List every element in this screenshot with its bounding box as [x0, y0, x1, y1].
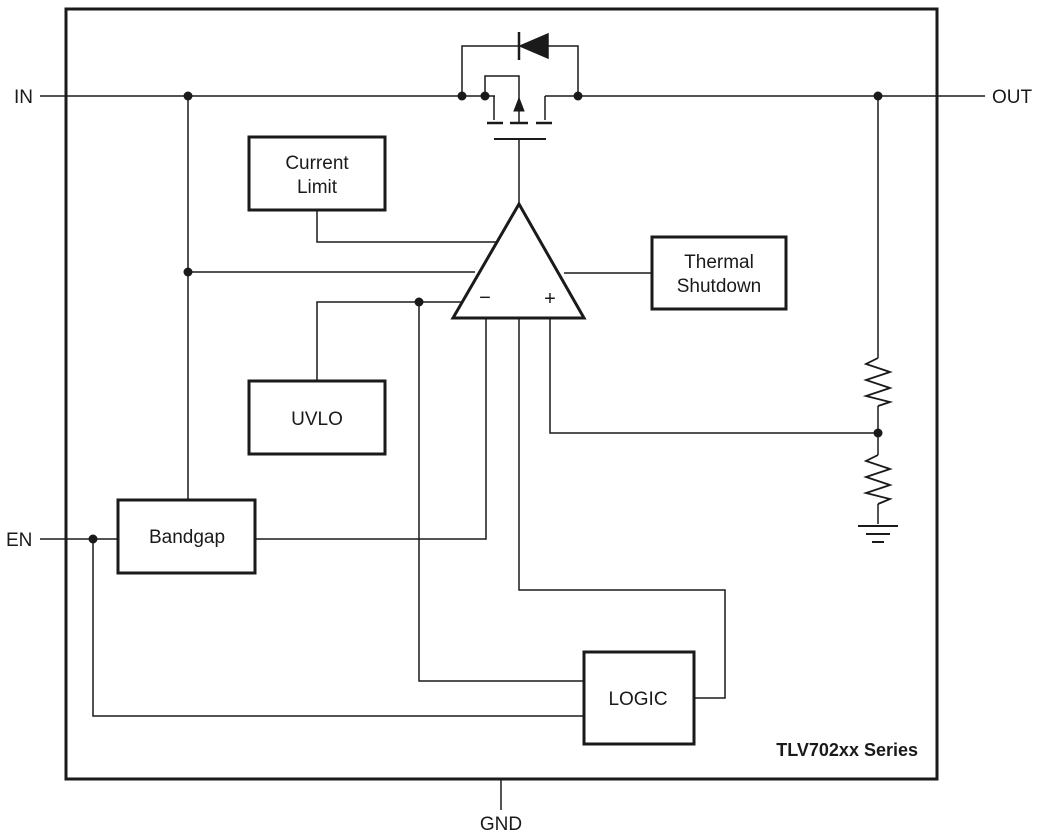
diode-symbol [517, 32, 549, 60]
block-bandgap: Bandgap [116, 498, 257, 575]
block-uvlo: UVLO [247, 379, 387, 456]
current-limit-label-2: Limit [297, 177, 338, 198]
pin-out-label: OUT [992, 87, 1033, 108]
resistor-top [862, 357, 894, 407]
wire-current-limit [316, 210, 497, 243]
block-logic: LOGIC [582, 650, 696, 746]
thermal-label-1: Thermal [684, 252, 754, 273]
resistor-bottom [862, 454, 893, 505]
ground-symbol [858, 525, 898, 543]
device-outline [64, 7, 939, 781]
wire-body [484, 75, 520, 123]
opamp-triangle [450, 200, 587, 320]
junction-dots [88, 91, 883, 544]
wire-opamp-logic [518, 318, 726, 699]
wire-uvlo [316, 301, 464, 381]
bandgap-label: Bandgap [149, 527, 225, 548]
wire-minus-input [255, 318, 487, 540]
logic-label: LOGIC [608, 689, 667, 710]
wires [40, 45, 985, 810]
pmos-transistor [487, 96, 552, 140]
current-limit-label-1: Current [285, 153, 349, 174]
pin-en-label: EN [6, 530, 32, 551]
block-thermal-shutdown: Thermal Shutdown [650, 235, 788, 311]
wire-plus-input [549, 318, 878, 434]
wire-logic-uvlo [418, 302, 584, 682]
opamp-minus-sign: − [479, 287, 491, 309]
wire-en-logic [92, 539, 584, 717]
uvlo-label: UVLO [291, 409, 343, 430]
thermal-label-2: Shutdown [677, 276, 762, 297]
opamp-plus-sign: + [544, 288, 556, 310]
pin-in-label: IN [14, 87, 33, 108]
pin-gnd-label: GND [480, 814, 522, 835]
series-label: TLV702xx Series [776, 740, 918, 760]
block-current-limit: Current Limit [247, 135, 387, 212]
